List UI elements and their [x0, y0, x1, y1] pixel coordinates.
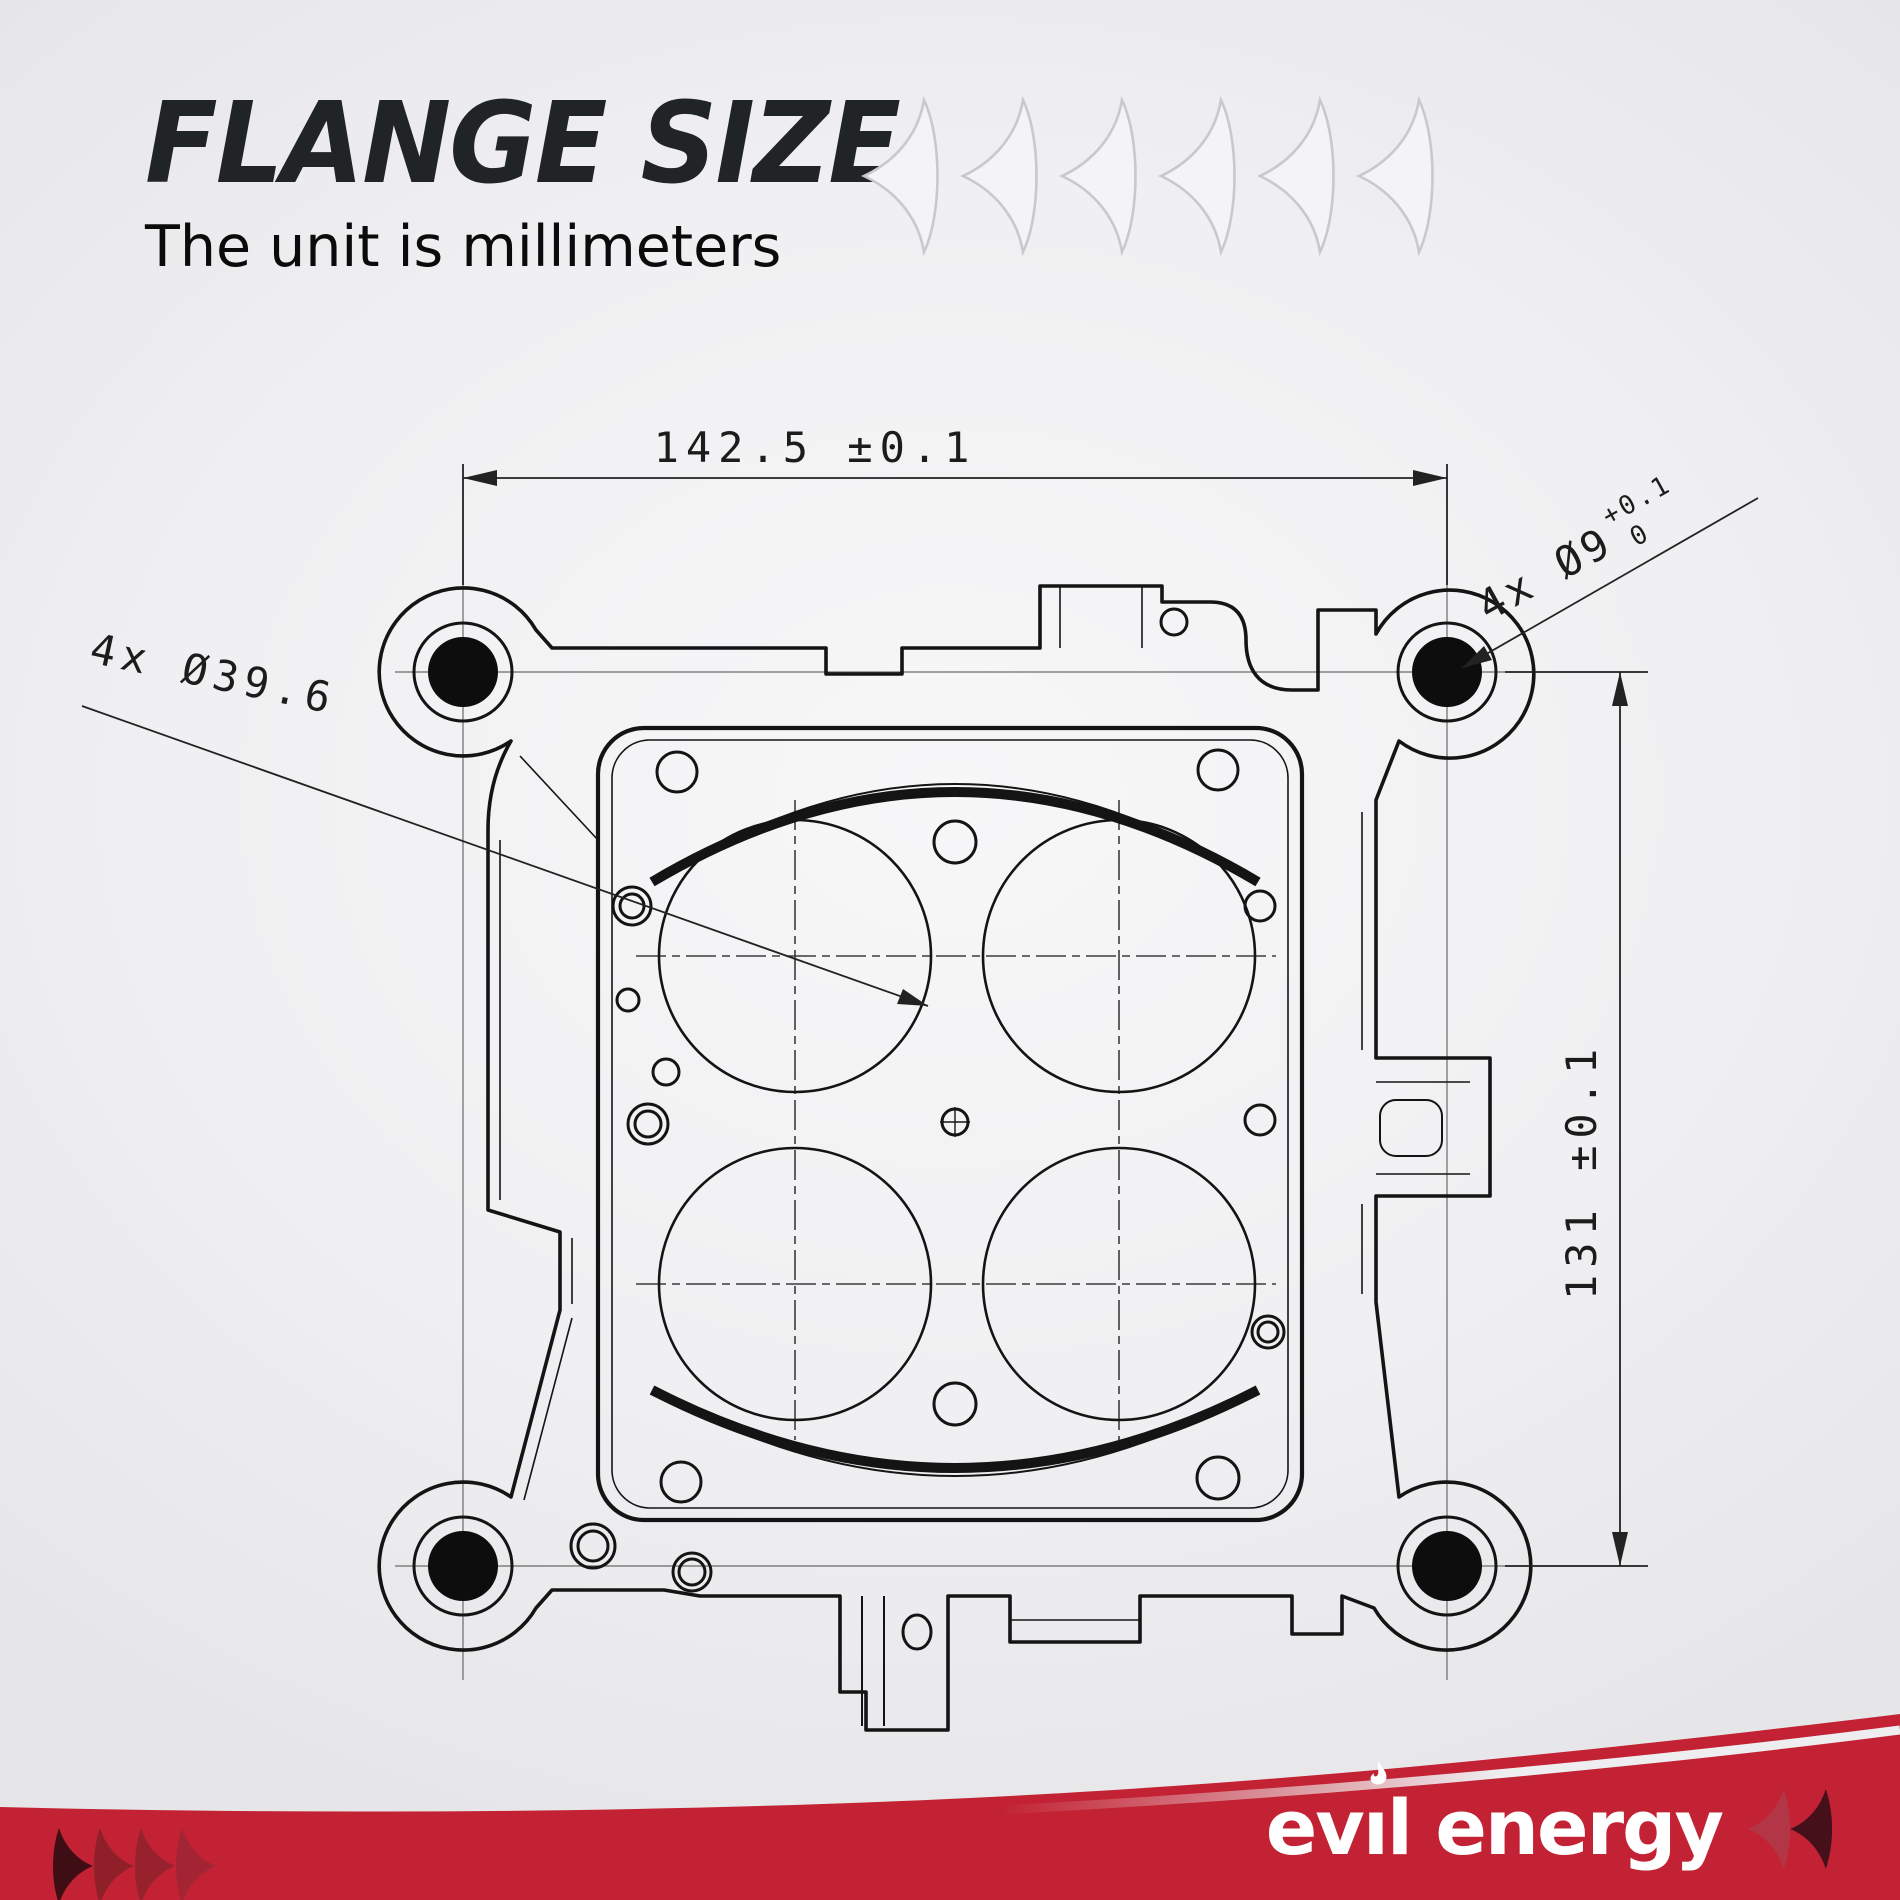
dim-height-label: 131 ±0.1 [1557, 1042, 1606, 1300]
page-title: FLANGE SIZE [145, 79, 901, 209]
plate-outline [377, 584, 1536, 1732]
banner-shape [0, 1714, 1900, 1900]
mounting-bolt-holes [412, 621, 1498, 1617]
brand-logo: evıl energy [1265, 1760, 1838, 1882]
brand-logo-ev: ev [1265, 1782, 1365, 1872]
brand-logo-energy: energy [1410, 1782, 1724, 1872]
dim-width-label: 142.5 ±0.1 [654, 423, 977, 472]
header: FLANGE SIZE The unit is millimeters [145, 88, 939, 280]
page-subtitle: The unit is millimeters [145, 214, 782, 280]
bore-centerlines [636, 800, 1276, 1440]
banner-accent-stripe [999, 1725, 1900, 1815]
brand-logo-i: ıl [1363, 1760, 1413, 1872]
brand-logo-arrows [1748, 1789, 1833, 1869]
flame-icon [1370, 1760, 1387, 1784]
dimension-width: 142.5 ±0.1 [462, 423, 1448, 585]
gasket-holes [569, 607, 1286, 1651]
brand-logo-text: evıl energy [1265, 1760, 1724, 1872]
heat-slots [649, 783, 1261, 1477]
gasket-surface [595, 725, 1305, 1523]
dimension-height: 131 ±0.1 [1505, 671, 1648, 1567]
